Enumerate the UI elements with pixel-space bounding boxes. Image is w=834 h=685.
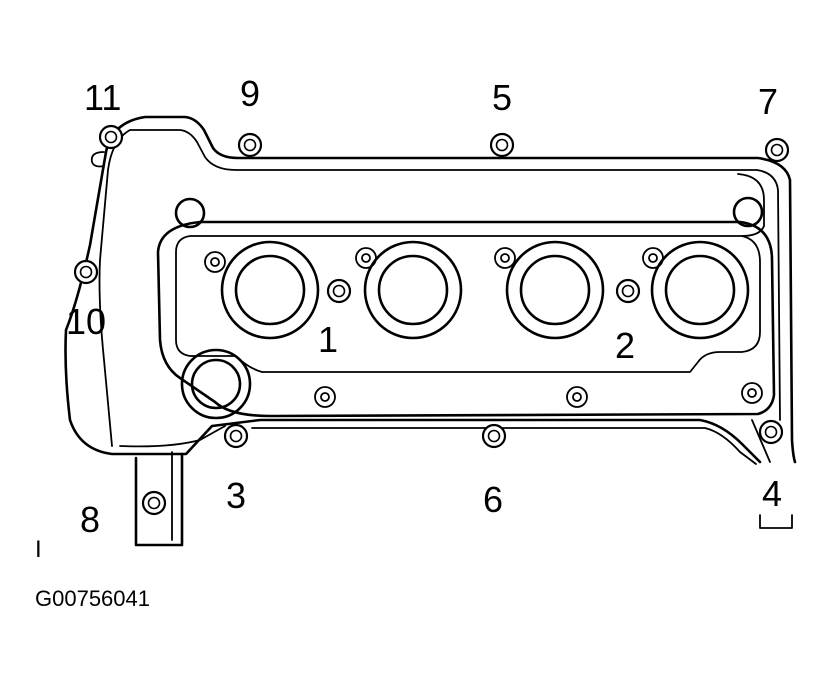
label-6: 6 [483, 479, 504, 520]
bolt-6 [481, 423, 507, 449]
top-right-hole [732, 196, 764, 228]
bolt-8 [141, 490, 167, 516]
bolt-11 [98, 124, 124, 150]
label-3: 3 [226, 475, 247, 516]
bracket-8 [134, 452, 184, 547]
bolt-10 [73, 259, 99, 285]
rib-frame [156, 220, 776, 418]
rib-bosses [314, 382, 763, 408]
bolt-1 [326, 278, 352, 304]
bolt-3 [223, 423, 249, 449]
oil-filler-inner [190, 358, 242, 410]
label-11: 11 [84, 77, 122, 118]
bolt-7 [764, 137, 790, 163]
label-8: 8 [80, 499, 101, 540]
cover-flange-line [98, 129, 781, 447]
label-7: 7 [758, 81, 779, 122]
bolt-5 [489, 132, 515, 158]
corner-mark: I [35, 536, 42, 563]
label-1: 1 [318, 319, 339, 360]
bolt-4-leader [751, 419, 771, 463]
label-9: 9 [240, 73, 261, 114]
bolt-11-notch [90, 151, 105, 168]
top-left-hole [174, 197, 206, 229]
label-2: 2 [615, 325, 636, 366]
oil-filler-outer [180, 348, 252, 420]
rib-inner-line [175, 235, 761, 373]
figure-code: G00756041 [35, 586, 150, 611]
bolt-2 [615, 278, 641, 304]
spark-plug-wells [204, 240, 750, 340]
bolt-9 [237, 132, 263, 158]
label-4: 4 [762, 473, 783, 514]
bracket-4-mark [759, 514, 793, 529]
cover-lower-lip [119, 425, 757, 465]
rib-corner-boss [737, 173, 765, 237]
label-10: 10 [66, 301, 107, 342]
label-5: 5 [492, 77, 513, 118]
bolt-4 [758, 419, 784, 445]
cover-outline [64, 115, 797, 464]
